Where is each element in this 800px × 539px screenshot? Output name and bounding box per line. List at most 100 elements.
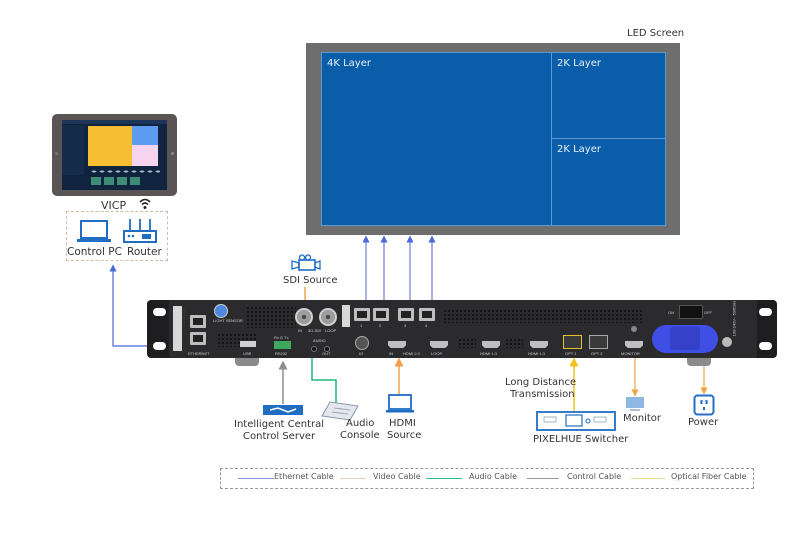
led-screen: 4K Layer 2K Layer 2K Layer: [306, 43, 680, 235]
rs232-label: RS232: [275, 351, 288, 356]
tablet-screen: [62, 120, 167, 190]
sdi-in-port[interactable]: [295, 308, 313, 326]
layer-label: 2K Layer: [557, 144, 601, 155]
legend-label-audio: Audio Cable: [469, 472, 517, 481]
device-foot: [235, 358, 259, 366]
legend-label-video: Video Cable: [373, 472, 421, 481]
power-inlet[interactable]: [652, 325, 718, 353]
legend-swatch-audio: [426, 478, 462, 479]
power-switch[interactable]: [679, 305, 703, 319]
layer-2k-top[interactable]: 2K Layer: [551, 52, 666, 139]
ethernet-port-1[interactable]: [190, 315, 206, 328]
opt1-port[interactable]: [563, 335, 582, 349]
hdmi-source-label-line2: Source: [387, 430, 422, 441]
switch-off-label: OFF: [704, 310, 712, 315]
opt2-label: OPT 2: [591, 351, 603, 356]
power-rating-label: 100-240V~ 50/60Hz: [731, 300, 737, 337]
output-number: 1: [360, 323, 363, 328]
sdi-loop-port[interactable]: [319, 308, 337, 326]
control-section-label: CONTROL: [181, 308, 187, 329]
video-camera-icon[interactable]: [291, 254, 321, 274]
layer-4k[interactable]: 4K Layer: [321, 52, 553, 226]
control-pc-label: Control PC: [67, 246, 122, 258]
legend-label-ethernet: Ethernet Cable: [274, 472, 334, 481]
hdmi-source-label-line1: HDMI: [389, 418, 416, 429]
hdmi-2-0-in-port[interactable]: [388, 341, 406, 348]
preview-2k-layer-bottom: [132, 145, 158, 166]
control-pc-router-group: [66, 211, 168, 261]
opt2-port[interactable]: [589, 335, 608, 349]
layer-2k-bottom[interactable]: 2K Layer: [551, 138, 666, 226]
central-server-label-line1: Intelligent Central: [234, 419, 325, 430]
laptop-icon[interactable]: [76, 219, 112, 245]
hdmi-1-3-port-b[interactable]: [530, 341, 548, 348]
sdi-label: 3G-SDI: [308, 328, 322, 333]
hdmi-2-0-label: HDMI 2.0: [403, 351, 420, 356]
opt1-label: OPT 1: [565, 351, 577, 356]
vicp-label: VICP: [101, 199, 127, 212]
rs232-port[interactable]: [274, 341, 291, 349]
output-port-1[interactable]: [354, 308, 370, 321]
led-screen-title: LED Screen: [627, 28, 685, 39]
hdmi-source-laptop-icon[interactable]: [385, 394, 415, 414]
legend-swatch-ethernet: [238, 478, 274, 479]
output-number: 3: [404, 323, 407, 328]
light-sensor: [214, 304, 228, 318]
audio-console-label-line2: Console: [340, 430, 380, 441]
monitor-label: Monitor: [623, 413, 662, 424]
long-distance-label-line1: Long Distance: [505, 377, 577, 388]
sdi-source-label: SDI Source: [283, 275, 338, 286]
io-port[interactable]: [355, 336, 369, 350]
audio-console-icon[interactable]: [320, 398, 360, 422]
switch-on-label: ON: [668, 310, 674, 315]
hdmi-in-label: IN: [389, 351, 393, 356]
layer-label: 2K Layer: [557, 58, 601, 69]
video-processor-device: CONTROL ETHERNET LIGHT SENSOR USB Rx G T…: [147, 300, 777, 366]
monitor-port-label: MONITOR: [621, 351, 640, 356]
monitor-icon[interactable]: [624, 396, 646, 412]
ethernet-port-2[interactable]: [190, 332, 206, 345]
usb-port[interactable]: [240, 341, 256, 347]
wifi-icon: [139, 198, 151, 209]
control-server-icon[interactable]: [262, 404, 304, 416]
long-distance-label-line2: Transmission: [510, 389, 575, 400]
hdmi-1-3-port-a[interactable]: [482, 341, 500, 348]
vicp-tablet: [52, 114, 177, 196]
monitor-port[interactable]: [625, 341, 643, 348]
rack-ear-left: [147, 300, 171, 358]
audio-cable: [311, 350, 337, 404]
sdi-in-label: IN: [298, 328, 302, 333]
legend-swatch-fiber: [631, 478, 665, 479]
output-port-2[interactable]: [373, 308, 389, 321]
ethernet-label: ETHERNET: [188, 351, 210, 356]
hdmi-1-3-label: HDMI 1.3: [480, 351, 497, 356]
legend-swatch-video: [340, 478, 366, 479]
pixelhue-switcher-icon[interactable]: [536, 411, 616, 431]
usb-label: USB: [243, 351, 252, 356]
power-label: Power: [688, 417, 719, 428]
power-outlet-icon[interactable]: [693, 394, 715, 416]
preview-2k-layer-top: [132, 126, 158, 145]
rs232-pin-label: Rx G Tx: [274, 335, 289, 340]
ground-screw: [722, 337, 732, 347]
cable-legend: Ethernet Cable Video Cable Audio Cable C…: [220, 468, 754, 489]
io-label: IO: [359, 351, 364, 356]
hdmi-2-0-loop-port[interactable]: [430, 341, 448, 348]
audio-label: AUDIO: [313, 338, 326, 343]
sdi-loop-label: LOOP: [325, 328, 337, 333]
central-server-label-line2: Control Server: [243, 431, 316, 442]
audio-out-label: OUT: [322, 351, 331, 356]
output-port-4[interactable]: [419, 308, 435, 321]
audio-out-jack[interactable]: [324, 346, 330, 352]
legend-label-control: Control Cable: [567, 472, 622, 481]
light-sensor-label: LIGHT SENSOR: [213, 318, 243, 323]
output-number: 2: [379, 323, 382, 328]
output-port-3[interactable]: [398, 308, 414, 321]
audio-console-label-line1: Audio: [346, 418, 375, 429]
audio-in-jack[interactable]: [311, 346, 317, 352]
router-label: Router: [127, 246, 162, 258]
legend-label-fiber: Optical Fiber Cable: [671, 472, 747, 481]
output-number: 4: [425, 323, 428, 328]
router-icon[interactable]: [122, 217, 158, 245]
